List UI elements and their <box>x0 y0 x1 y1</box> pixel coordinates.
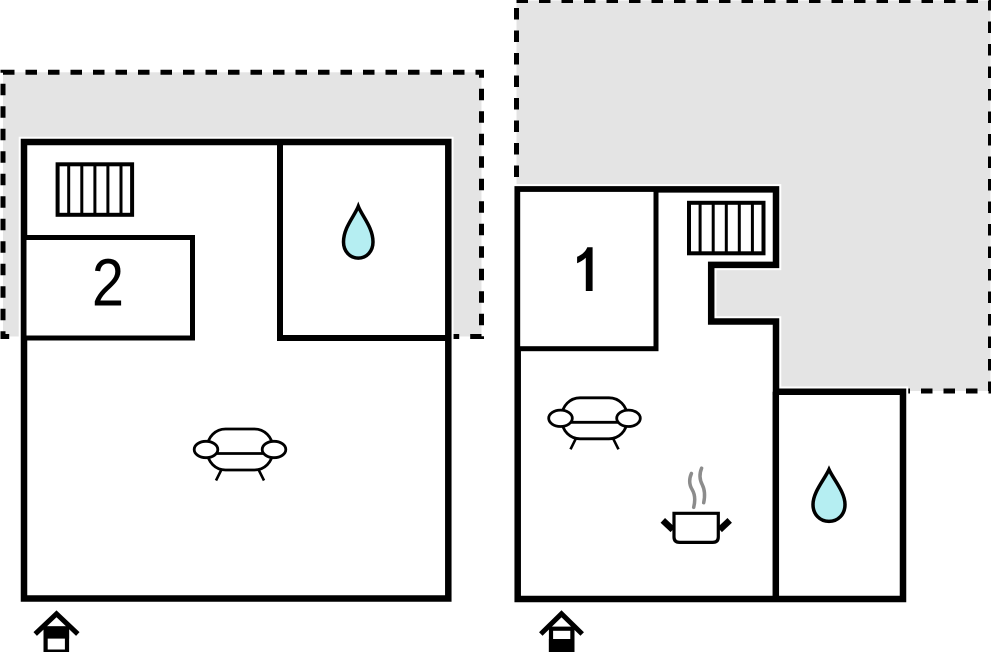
svg-text:2: 2 <box>92 245 124 320</box>
